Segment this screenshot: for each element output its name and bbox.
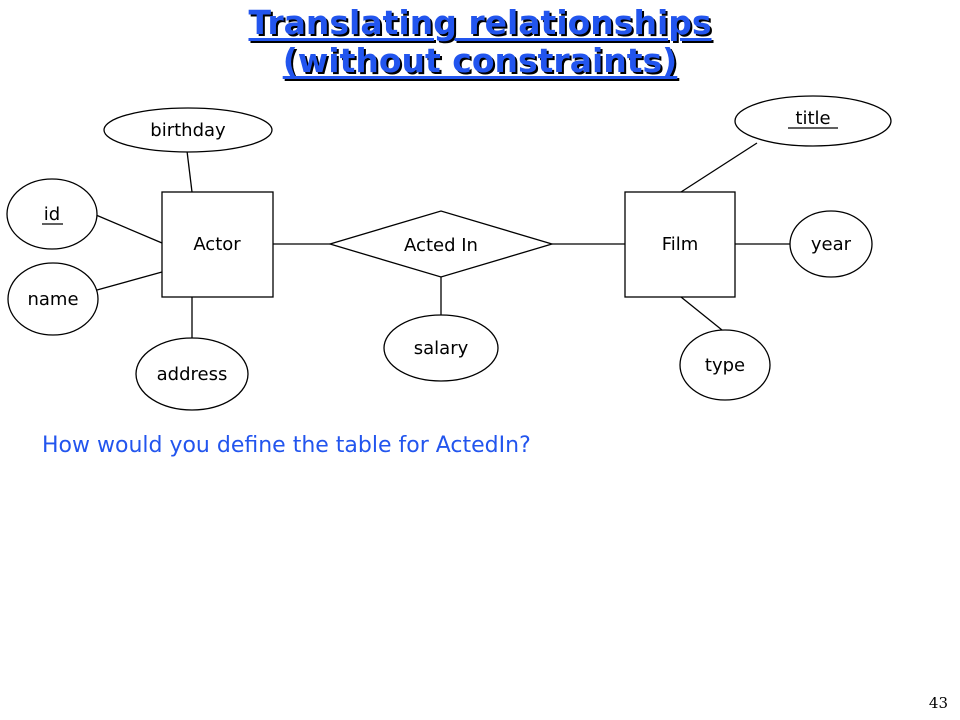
connector-title-film [680, 142, 758, 193]
attribute-type-ellipse [679, 329, 771, 401]
entity-actor-label: Actor [193, 234, 241, 255]
attribute-salary-label: salary [414, 338, 469, 359]
relationship-acted-in-label: Acted In [404, 235, 478, 256]
connector-film-type [680, 296, 723, 331]
slide-title-line-1: Translating relationships [248, 3, 712, 42]
attribute-birthday-ellipse [103, 107, 273, 153]
attribute-year-ellipse [789, 210, 873, 278]
attribute-year-label: year [811, 234, 852, 255]
attribute-address-ellipse [135, 337, 249, 411]
attribute-name-ellipse [7, 262, 99, 336]
question-text: How would you define the table for Acted… [42, 433, 531, 458]
entity-actor-box [161, 191, 274, 298]
attribute-birthday-label: birthday [150, 120, 226, 141]
attribute-title-ellipse [734, 95, 892, 147]
connector-name-actor [96, 271, 163, 291]
attribute-salary-ellipse [383, 314, 499, 382]
connector-birthday-actor [186, 150, 193, 193]
attribute-id-label: id [44, 204, 60, 225]
attribute-title-label: title [795, 108, 830, 129]
connector-id-actor [95, 214, 163, 244]
entity-film-box [624, 191, 736, 298]
attribute-type-label: type [705, 355, 745, 376]
attribute-address-label: address [157, 364, 228, 385]
attribute-id-ellipse [6, 178, 98, 250]
relationship-acted-in-diamond [327, 210, 555, 278]
entity-film-label: Film [662, 234, 699, 255]
slide-title: Translating relationships (without const… [0, 4, 960, 80]
attribute-name-label: name [27, 289, 78, 310]
slide-title-line-2: (without constraints) [282, 41, 678, 80]
page-number: 43 [928, 694, 948, 712]
